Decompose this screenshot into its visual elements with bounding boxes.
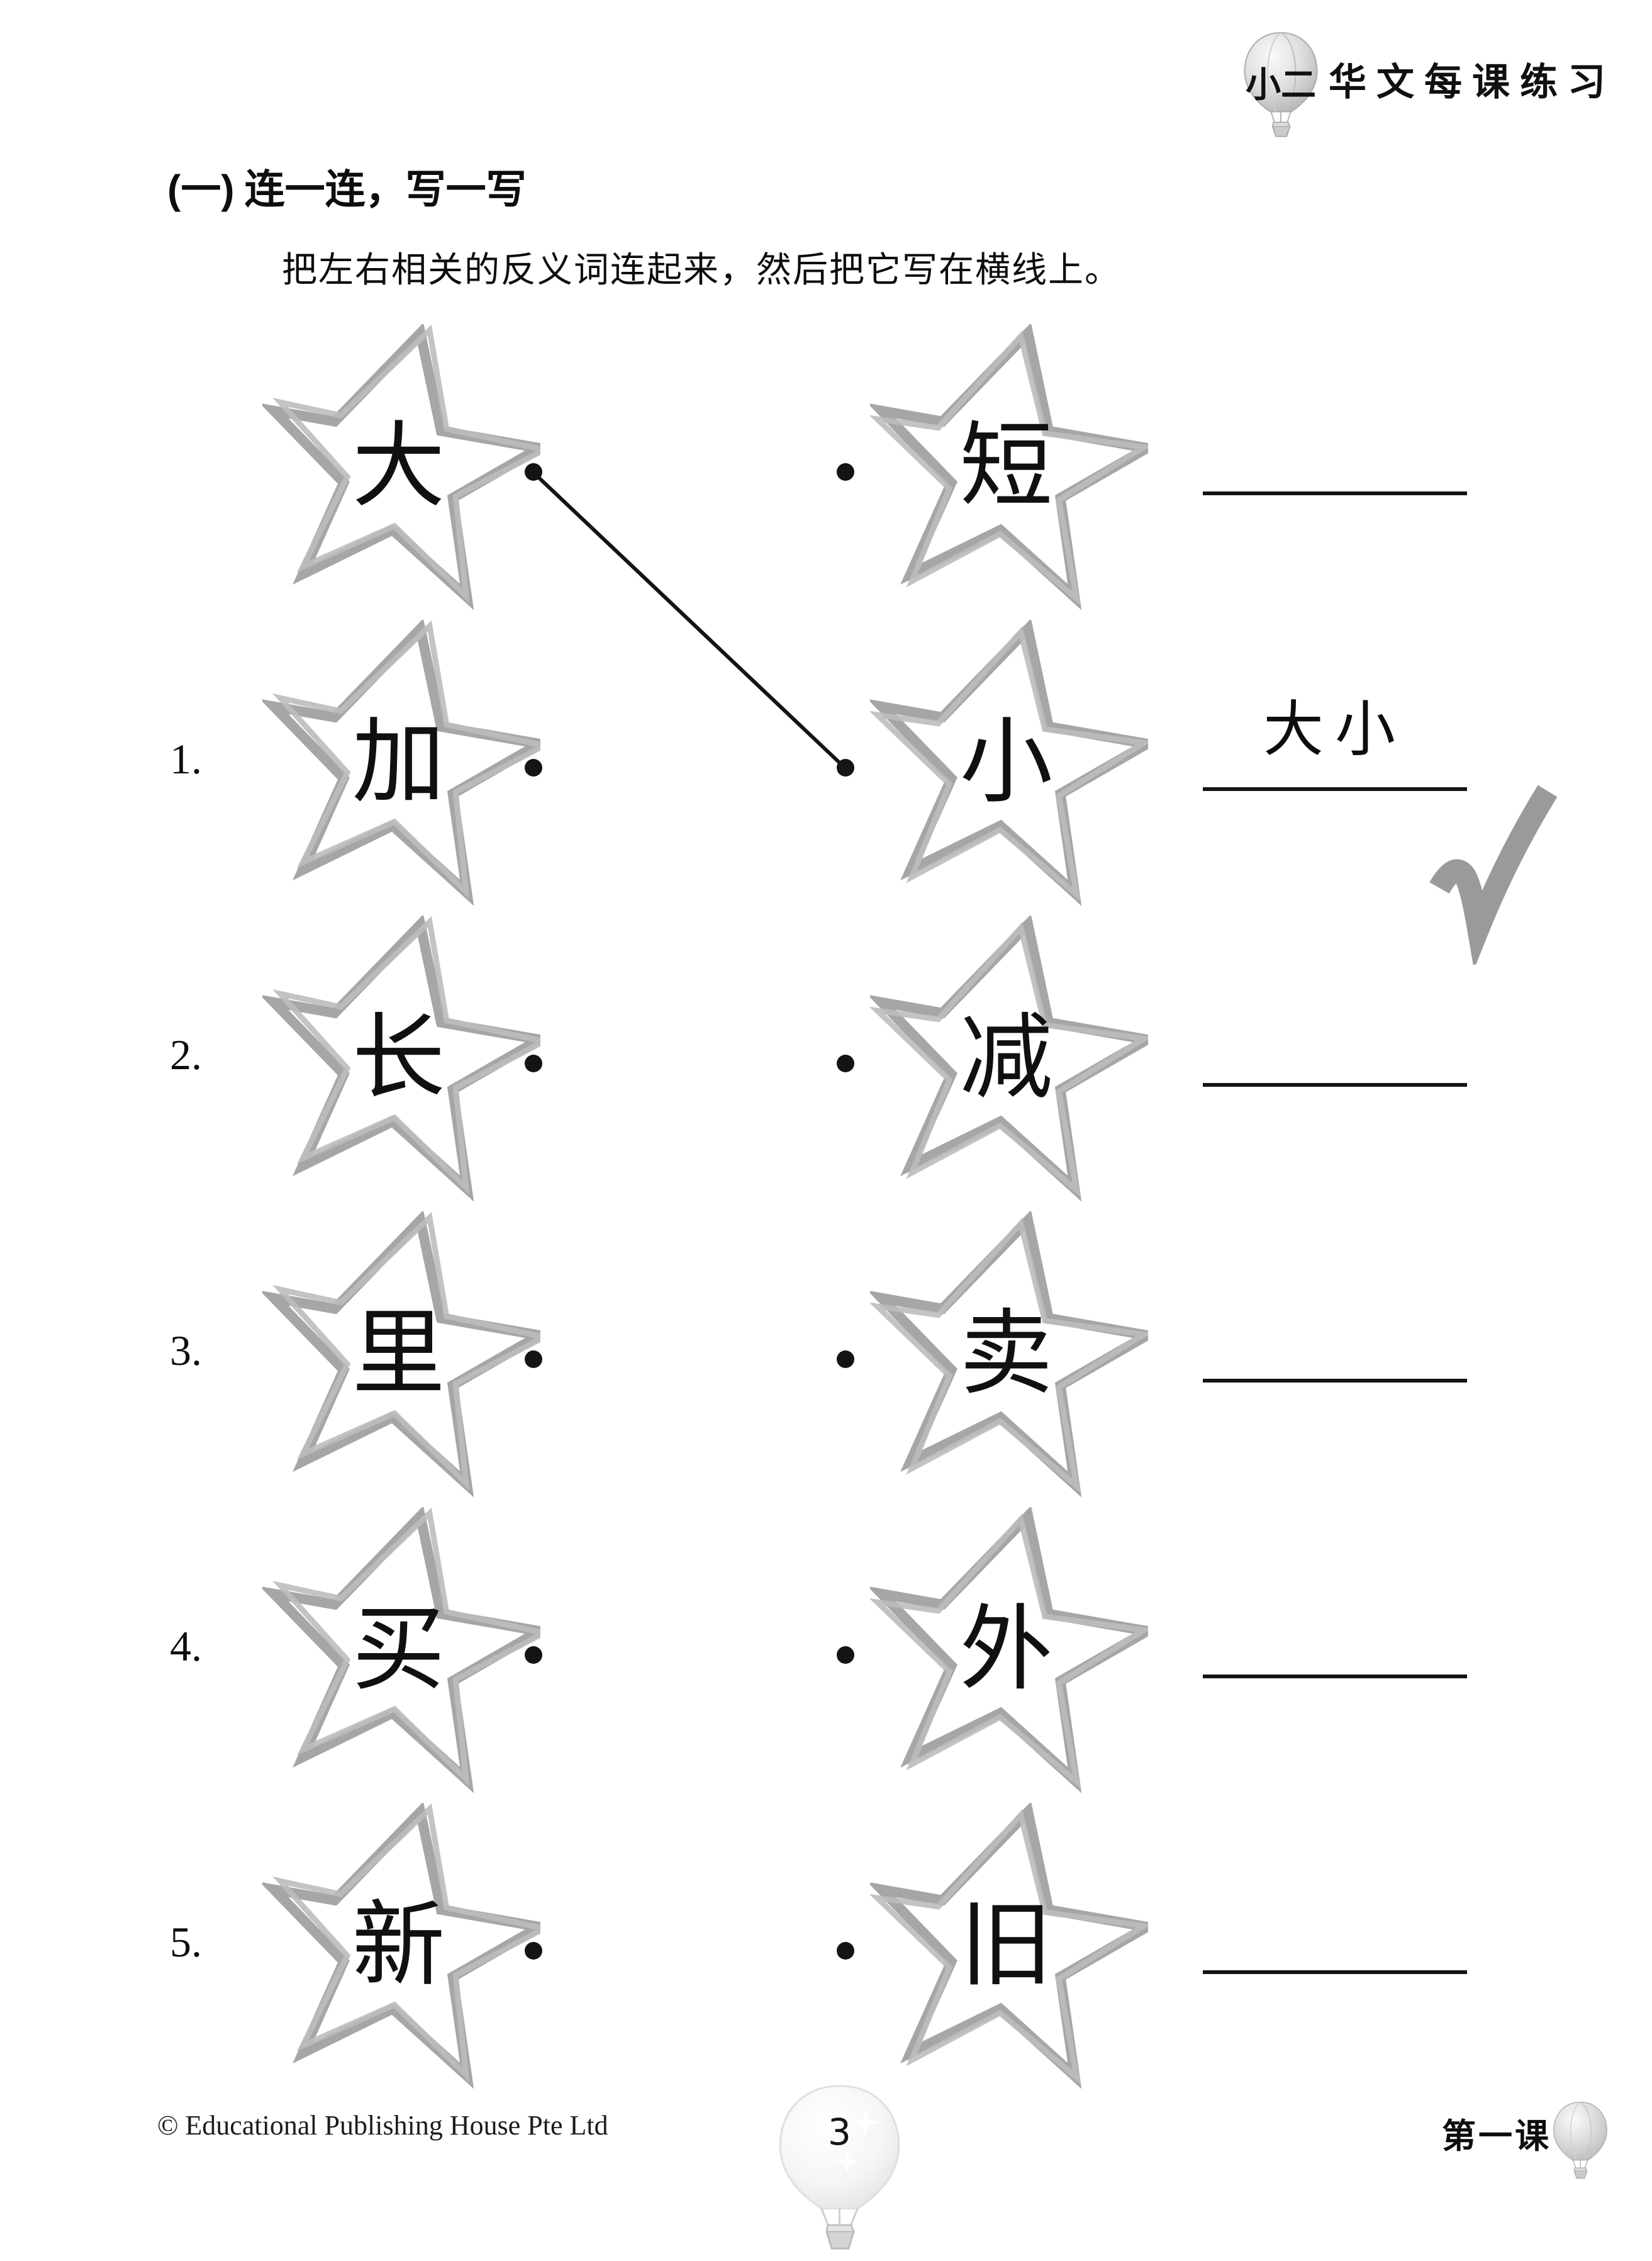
- row-number: 1.: [170, 735, 202, 783]
- answer-text: 大小: [1263, 696, 1407, 763]
- row-number: 3.: [170, 1327, 202, 1374]
- star-shape-icon: [262, 916, 540, 1202]
- left-connector-dot[interactable]: [525, 463, 542, 481]
- right-star-character: 短: [959, 415, 1053, 519]
- right-star-character: 外: [959, 1598, 1053, 1702]
- matching-row: 3. 里 卖: [0, 1211, 1652, 1507]
- right-connector-dot[interactable]: [837, 1055, 854, 1072]
- page-number-balloon: 3: [775, 2083, 904, 2258]
- star-shape-icon: [870, 620, 1148, 906]
- left-star: 新: [262, 1803, 540, 2099]
- right-star: 旧: [870, 1803, 1148, 2099]
- left-star: 买: [262, 1507, 540, 1803]
- star-shape-icon: [262, 1211, 540, 1498]
- matching-row: 4. 买 外: [0, 1507, 1652, 1803]
- exercise-title-text: 连一连，写一写: [244, 167, 527, 212]
- left-star-character: 长: [352, 1007, 445, 1111]
- matching-row: 5. 新 旧: [0, 1803, 1652, 2099]
- answer-write-line[interactable]: [1203, 491, 1467, 495]
- right-connector-dot[interactable]: [837, 1350, 854, 1368]
- right-star: 短: [870, 324, 1148, 620]
- right-connector-dot[interactable]: [837, 1646, 854, 1664]
- left-connector-dot[interactable]: [525, 1350, 542, 1368]
- lesson-label: 第一课: [1442, 2118, 1551, 2155]
- star-shape-icon: [262, 324, 540, 610]
- exercise-instruction: 把左右相关的反义词连起来，然后把它写在横线上。: [282, 251, 1121, 290]
- right-star: 小: [870, 620, 1148, 916]
- section-label: (一): [167, 167, 235, 212]
- star-shape-icon: [870, 324, 1148, 610]
- series-level-label: 小二: [1246, 65, 1316, 104]
- series-logo-balloon: 小二: [1238, 30, 1324, 137]
- left-star-character: 加: [352, 711, 445, 815]
- page-number: 3: [828, 2111, 851, 2153]
- left-connector-dot[interactable]: [525, 1055, 542, 1072]
- sparkle-icon: [836, 2150, 859, 2173]
- star-shape-icon: [870, 1211, 1148, 1498]
- right-connector-dot[interactable]: [837, 1942, 854, 1960]
- row-number: 4.: [170, 1622, 202, 1670]
- right-star-character: 卖: [959, 1303, 1053, 1406]
- answer-write-line[interactable]: [1203, 1970, 1467, 1974]
- left-star-character: 新: [352, 1894, 445, 1998]
- left-star: 长: [262, 916, 540, 1211]
- left-star: 大: [262, 324, 540, 620]
- checkmark-icon: [1429, 785, 1558, 965]
- star-shape-icon: [262, 620, 540, 906]
- star-shape-icon: [870, 1507, 1148, 1793]
- answer-write-line[interactable]: [1203, 1083, 1467, 1087]
- right-star: 卖: [870, 1211, 1148, 1507]
- hot-air-balloon-icon: [1553, 2101, 1607, 2179]
- row-number: 2.: [170, 1031, 202, 1079]
- lesson-balloon-icon: [1550, 2087, 1610, 2192]
- answer-write-line[interactable]: [1203, 1675, 1467, 1678]
- right-star-character: 小: [959, 711, 1053, 815]
- left-star: 里: [262, 1211, 540, 1507]
- left-star: 加: [262, 620, 540, 916]
- star-shape-icon: [262, 1507, 540, 1793]
- answer-write-line[interactable]: [1203, 787, 1467, 791]
- right-star-character: 旧: [959, 1894, 1053, 1998]
- copyright-notice: © Educational Publishing House Pte Ltd: [157, 2110, 608, 2141]
- matching-row: 2. 长 减: [0, 916, 1652, 1211]
- exercise-title: (一) 连一连，写一写: [167, 157, 527, 215]
- matching-row: 1. 加 小 大小: [0, 620, 1652, 965]
- row-number: 5.: [170, 1918, 202, 1966]
- right-star: 减: [870, 916, 1148, 1211]
- matching-row: 大 短: [0, 324, 1652, 620]
- right-connector-dot[interactable]: [837, 759, 854, 777]
- left-connector-dot[interactable]: [525, 1646, 542, 1664]
- series-title: 华文每课练习: [1329, 61, 1616, 103]
- left-star-character: 里: [352, 1303, 445, 1406]
- star-shape-icon: [870, 1803, 1148, 2089]
- right-star-character: 减: [959, 1007, 1053, 1111]
- star-shape-icon: [262, 1803, 540, 2089]
- left-star-character: 买: [352, 1598, 445, 1702]
- right-star: 外: [870, 1507, 1148, 1803]
- answer-write-line[interactable]: [1203, 1379, 1467, 1383]
- hot-air-balloon-icon: [779, 2085, 900, 2250]
- left-star-character: 大: [352, 415, 445, 519]
- left-connector-dot[interactable]: [525, 1942, 542, 1960]
- sparkle-icon: [852, 2109, 878, 2136]
- star-shape-icon: [870, 916, 1148, 1202]
- hot-air-balloon-icon: [1244, 31, 1318, 137]
- left-connector-dot[interactable]: [525, 759, 542, 777]
- right-connector-dot[interactable]: [837, 463, 854, 481]
